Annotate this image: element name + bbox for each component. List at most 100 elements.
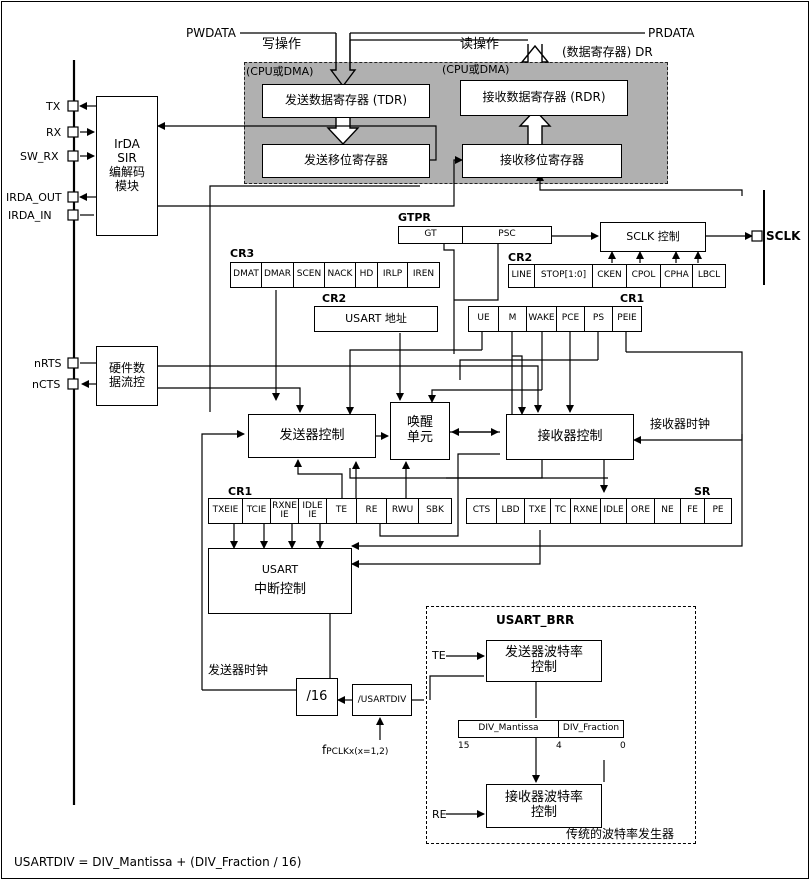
cr2-field-cken: CKEN (593, 265, 627, 287)
cr1b-field-sbk: SBK (426, 505, 444, 516)
tx-baud-line-1: 发送器波特率 (504, 645, 583, 661)
irda-codec-block: IrDA SIR 编解码 模块 (96, 96, 158, 236)
bit0-label: 0 (620, 741, 626, 751)
div16-block: /16 (296, 678, 338, 716)
cr1-field-m: M (499, 307, 527, 331)
te-label: TE (432, 649, 446, 662)
interrupt-control-block: USART 中断控制 (208, 548, 352, 614)
div-fraction-field: DIV_Fraction (562, 723, 620, 734)
usartdiv-block: /USARTDIV (352, 684, 412, 716)
cr1-field-ue: UE (469, 307, 499, 331)
read-op-label: 读操作 (460, 37, 500, 52)
cr1-bottom-title: CR1 (228, 485, 253, 498)
fpclk-subscript: PCLKx(x=1,2) (326, 747, 389, 757)
pin-rx-label: RX (46, 126, 62, 139)
cr1-field-ps: PS (585, 307, 613, 331)
cr1b-field-txeie: TXEIE (209, 499, 243, 523)
usart-brr-title: USART_BRR (496, 613, 575, 627)
cr1b-field-rwu: RWU (387, 499, 419, 523)
data-register-label: (数据寄存器) DR (562, 45, 653, 59)
tx-shift-register-block: 发送移位寄存器 (262, 144, 430, 178)
rx-controller-block: 接收器控制 (506, 414, 634, 460)
cr1-top-title: CR1 (620, 292, 645, 305)
write-op-label: 写操作 (262, 37, 302, 52)
usart-address-block: USART 地址 (314, 306, 438, 332)
cr1-top-register: UE M WAKE PCE PS PEIE (468, 306, 642, 332)
div-register: DIV_Mantissa DIV_Fraction (458, 720, 624, 738)
cr2-field-line: LINE (509, 265, 535, 287)
sr-title: SR (694, 485, 711, 498)
pin-nrts-label: nRTS (34, 357, 62, 370)
sr-field-txe: TXE (525, 499, 551, 523)
cr2-top-title: CR2 (508, 251, 533, 264)
cr1-field-peie: PEIE (617, 313, 637, 324)
cr1b-field-re: RE (357, 499, 387, 523)
cpu-dma-left-label: (CPU或DMA) (246, 65, 314, 78)
pin-tx-label: TX (46, 100, 61, 113)
hw-flow-line-2: 据流控 (108, 375, 145, 389)
wakeup-unit-block: 唤醒 单元 (390, 402, 450, 460)
rdr-block: 接收数据寄存器 (RDR) (460, 80, 628, 116)
cr2-field-lbcl: LBCL (697, 270, 721, 281)
sr-field-rxne: RXNE (571, 499, 601, 523)
cr2-field-stop: STOP[1:0] (535, 265, 593, 287)
prdata-label: PRDATA (648, 26, 695, 40)
cr3-field-dmar: DMAR (262, 263, 294, 287)
cr3-register: DMAT DMAR SCEN NACK HD IRLP IREN (230, 262, 440, 288)
gtpr-field-gt: GT (399, 227, 463, 243)
gtpr-title: GTPR (398, 211, 431, 224)
bit15-label: 15 (458, 741, 470, 751)
rx-baud-control-block: 接收器波特率 控制 (486, 784, 602, 828)
cr3-field-irlp: IRLP (378, 263, 408, 287)
sr-field-lbd: LBD (497, 499, 525, 523)
tdr-block: 发送数据寄存器 (TDR) (262, 84, 430, 118)
pin-irda-in-label: IRDA_IN (8, 209, 52, 222)
cr3-field-nack: NACK (325, 263, 356, 287)
cr2-top-register: LINE STOP[1:0] CKEN CPOL CPHA LBCL (508, 264, 726, 288)
div-mantissa-field: DIV_Mantissa (459, 721, 559, 737)
sr-field-tc: TC (551, 499, 571, 523)
gtpr-field-psc: PSC (498, 229, 516, 240)
wakeup-line-2: 单元 (406, 430, 433, 445)
cr1-bottom-register: TXEIE TCIE RXNE IE IDLE IE TE RE RWU SBK (208, 498, 452, 524)
legacy-baud-generator-label: 传统的波特率发生器 (566, 827, 675, 841)
sr-field-pe: PE (712, 505, 724, 516)
wakeup-line-1: 唤醒 (406, 415, 433, 431)
cr3-title: CR3 (230, 247, 255, 260)
rx-baud-line-1: 接收器波特率 (504, 790, 583, 806)
tx-baud-control-block: 发送器波特率 控制 (486, 640, 602, 682)
sr-field-ne: NE (655, 499, 681, 523)
sr-field-fe: FE (681, 499, 705, 523)
irda-line-3: 编解码 (108, 165, 145, 179)
cr1b-field-tcie: TCIE (243, 499, 271, 523)
cr1b-field-te: TE (327, 499, 357, 523)
irda-line-2: SIR (117, 151, 137, 166)
irda-line-1: IrDA (114, 137, 140, 152)
cr1-field-wake: WAKE (527, 307, 557, 331)
rx-baud-line-2: 控制 (530, 805, 557, 820)
interrupt-line-2: 中断控制 (253, 581, 306, 597)
fpclk-base: f (322, 743, 327, 757)
sr-register: CTS LBD TXE TC RXNE IDLE ORE NE FE PE (466, 498, 732, 524)
cr1-field-pce: PCE (557, 307, 585, 331)
rx-shift-register-block: 接收移位寄存器 (462, 144, 622, 178)
baud-rate-generator-region (426, 606, 696, 844)
usartdiv-formula: USARTDIV = DIV_Mantissa + (DIV_Fraction … (14, 855, 302, 869)
cr3-field-scen: SCEN (294, 263, 325, 287)
cr1b-field-rxneie: RXNE IE (271, 499, 299, 523)
cr2-field-cpol: CPOL (627, 265, 661, 287)
sclk-control-block: SCLK 控制 (600, 222, 706, 252)
sr-field-idle: IDLE (601, 499, 627, 523)
cr2-field-cpha: CPHA (661, 265, 693, 287)
pin-sclk-label: SCLK (766, 229, 801, 243)
re-label: RE (432, 808, 447, 821)
gtpr-register: GT PSC (398, 226, 552, 244)
cr2-addr-title: CR2 (322, 292, 347, 305)
cr3-field-dmat: DMAT (231, 263, 262, 287)
cr3-field-iren: IREN (412, 269, 435, 280)
cr1b-field-idleie: IDLE IE (299, 499, 327, 523)
pin-sw-rx-label: SW_RX (20, 150, 59, 163)
pin-ncts-label: nCTS (32, 378, 61, 391)
